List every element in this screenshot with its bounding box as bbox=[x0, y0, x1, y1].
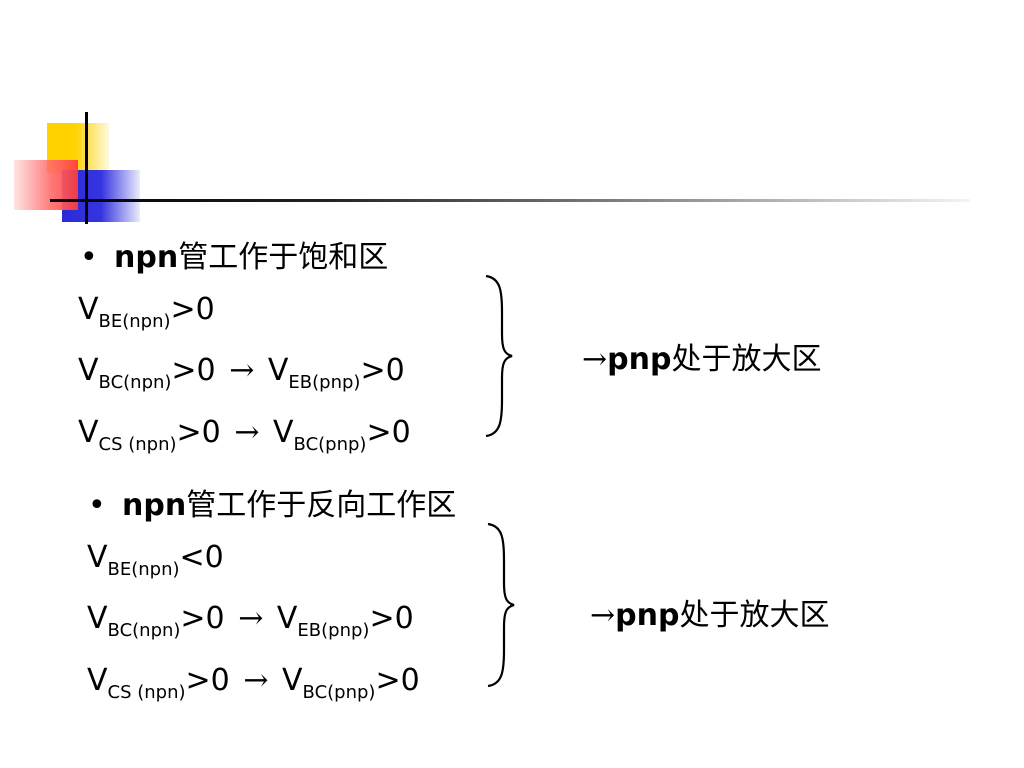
eq-rel: >0 bbox=[176, 415, 221, 450]
eq-sub: BC(npn) bbox=[98, 372, 172, 393]
decor-red-square bbox=[14, 160, 78, 210]
section2-eq1: VBE(npn)<0 bbox=[87, 540, 224, 579]
arrow-icon: → bbox=[234, 415, 260, 450]
eq-sub: BE(npn) bbox=[107, 559, 180, 580]
eq-rel: >0 bbox=[185, 663, 230, 698]
bullet: • bbox=[80, 240, 98, 275]
arrow-icon: → bbox=[243, 663, 269, 698]
eq-sub: BE(npn) bbox=[98, 311, 171, 332]
eq-sub: BC(npn) bbox=[107, 620, 181, 641]
arrow-icon: → bbox=[590, 598, 616, 633]
eq-sub: CS (npn) bbox=[107, 682, 186, 703]
heading-latin: npn bbox=[114, 240, 179, 275]
result-latin: pnp bbox=[607, 342, 672, 377]
eq-sub2: BC(pnp) bbox=[293, 434, 367, 455]
eq-rel2: >0 bbox=[375, 663, 420, 698]
eq-sub2: EB(pnp) bbox=[297, 620, 370, 641]
eq-base2: V bbox=[267, 353, 289, 388]
section2-eq3: VCS (npn)>0 → VBC(pnp)>0 bbox=[87, 663, 420, 702]
section2-heading: • npn管工作于反向工作区 bbox=[88, 480, 456, 524]
right-brace-icon bbox=[485, 274, 513, 438]
eq-base: V bbox=[87, 663, 108, 698]
section1-eq3: VCS (npn)>0 → VBC(pnp)>0 bbox=[78, 415, 411, 454]
heading-cjk: 管工作于饱和区 bbox=[178, 240, 389, 275]
arrow-icon: → bbox=[229, 353, 255, 388]
eq-sub2: BC(pnp) bbox=[302, 682, 376, 703]
eq-rel2: >0 bbox=[369, 601, 414, 636]
title-divider-line bbox=[50, 199, 970, 202]
eq-base: V bbox=[78, 353, 99, 388]
right-brace-icon bbox=[487, 522, 515, 688]
section1-heading: • npn管工作于饱和区 bbox=[80, 232, 388, 276]
result-cjk: 处于放大区 bbox=[679, 598, 830, 633]
eq-rel: >0 bbox=[171, 353, 216, 388]
eq-base2: V bbox=[282, 663, 303, 698]
eq-rel: <0 bbox=[179, 540, 224, 575]
bullet: • bbox=[88, 488, 106, 523]
arrow-icon: → bbox=[238, 601, 264, 636]
eq-base: V bbox=[87, 601, 108, 636]
section2-eq2: VBC(npn)>0 → VEB(pnp)>0 bbox=[87, 601, 414, 640]
eq-rel: >0 bbox=[180, 601, 225, 636]
section1-result: →pnp处于放大区 bbox=[582, 334, 821, 378]
section2-result: →pnp处于放大区 bbox=[590, 590, 829, 634]
eq-base2: V bbox=[273, 415, 294, 450]
heading-latin: npn bbox=[122, 488, 187, 523]
eq-base: V bbox=[87, 540, 108, 575]
decor-vertical-line bbox=[85, 112, 88, 224]
eq-base: V bbox=[78, 415, 99, 450]
arrow-icon: → bbox=[582, 342, 608, 377]
section1-eq2: VBC(npn)>0 → VEB(pnp)>0 bbox=[78, 353, 405, 392]
section1-eq1: VBE(npn)>0 bbox=[78, 292, 215, 331]
eq-base: V bbox=[78, 292, 99, 327]
heading-cjk: 管工作于反向工作区 bbox=[186, 488, 457, 523]
result-cjk: 处于放大区 bbox=[671, 342, 822, 377]
eq-rel: >0 bbox=[170, 292, 215, 327]
eq-base2: V bbox=[276, 601, 298, 636]
result-latin: pnp bbox=[615, 598, 680, 633]
eq-rel2: >0 bbox=[366, 415, 411, 450]
eq-rel2: >0 bbox=[360, 353, 405, 388]
eq-sub: CS (npn) bbox=[98, 434, 177, 455]
eq-sub2: EB(pnp) bbox=[288, 372, 361, 393]
